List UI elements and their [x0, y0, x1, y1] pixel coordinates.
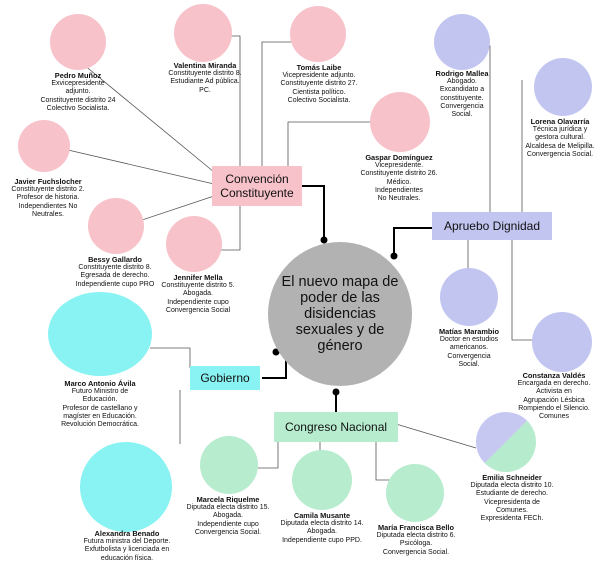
avatar-tomas: [290, 6, 346, 62]
person-role: Diputada electa distrito 15. Abogada. In…: [186, 504, 270, 536]
person-alexandra: Alexandra Benado Futura ministra del Dep…: [66, 529, 188, 563]
dot-convencion: [320, 236, 328, 244]
line-emilia: [395, 423, 477, 449]
avatar-rodrigo: [434, 14, 490, 70]
dot-apruebo: [390, 252, 398, 260]
person-lorena: Lorena Olavarría Técnica jurídica y gest…: [520, 117, 600, 159]
person-jennifer: Jennifer Mella Constituyente distrito 5.…: [150, 273, 246, 315]
avatar-marco: [48, 292, 152, 376]
person-pedro: Pedro Muñoz Exvicepresidente adjunto. Co…: [28, 71, 128, 113]
avatar-camila: [292, 450, 352, 510]
person-role: Encargada en derecho. Activista en Agrup…: [517, 380, 591, 421]
person-emilia: Emilia Schneider Diputada electa distrit…: [460, 473, 564, 523]
person-role: Futura ministra del Deporte. Exfutbolist…: [83, 538, 171, 562]
person-marcela: Marcela Riquelme Diputada electa distrit…: [176, 495, 280, 537]
person-bessy: Bessy Gallardo Constituyente distrito 8.…: [60, 255, 170, 289]
line-pedro: [77, 59, 215, 173]
avatar-mariafrancisca: [386, 464, 444, 522]
hub-apruebo: Apruebo Dignidad: [432, 212, 552, 240]
person-camila: Camila Musante Diputada electa distrito …: [270, 511, 374, 545]
line-gaspar: [287, 121, 400, 168]
center-title: El nuevo mapa de poder de las disidencia…: [281, 274, 399, 354]
person-role: Diputada electa distrito 6. Psicóloga. C…: [376, 532, 456, 556]
person-valentina: Valentina Miranda Constituyente distrito…: [150, 61, 260, 95]
person-tomas: Tomás Laibe Vicepresidente adjunto. Cons…: [266, 63, 372, 105]
avatar-lorena: [534, 58, 592, 116]
person-role: Abogado. Excandidato a constituyente. Co…: [439, 78, 485, 119]
avatar-matias: [440, 268, 498, 326]
connector-convencion: [302, 185, 325, 240]
person-name: Javier Fuchslocher: [14, 177, 82, 186]
line-javier: [67, 149, 215, 185]
center-circle: El nuevo mapa de poder de las disidencia…: [268, 242, 412, 386]
person-name: Marcela Riquelme: [196, 495, 260, 504]
person-name: Lorena Olavarría: [530, 117, 590, 126]
person-name: Emilia Schneider: [482, 473, 542, 482]
person-role: Técnica jurídica y gestora cultural. Alc…: [525, 126, 595, 158]
hub-convencion: Convención Constituyente: [212, 166, 302, 206]
avatar-valentina: [174, 4, 232, 62]
line-marco: [150, 347, 191, 368]
person-role: Vicepresidente. Constituyente distrito 2…: [360, 162, 438, 203]
person-role: Diputada electa distrito 10. Estudiante …: [470, 482, 554, 523]
hub-gobierno: Gobierno: [190, 366, 260, 390]
avatar-marcela: [200, 436, 258, 494]
person-name: Gaspar Domínguez: [365, 153, 433, 162]
person-rodrigo: Rodrigo Mallea Abogado. Excandidato a co…: [414, 69, 510, 119]
person-name: Jennifer Mella: [173, 273, 223, 282]
person-role: Exvicepresidente adjunto. Constituyente …: [40, 80, 116, 112]
person-name: Marco Antonio Ávila: [64, 379, 136, 388]
person-role: Doctor en estudios americanos. Convergen…: [439, 336, 499, 368]
person-name: Bessy Gallardo: [88, 255, 142, 264]
person-name: María Francisca Bello: [378, 523, 454, 532]
avatar-alexandra: [80, 442, 172, 532]
avatar-jennifer: [166, 216, 222, 272]
person-name: Tomás Laibe: [296, 63, 342, 72]
avatar-emilia: [476, 412, 536, 472]
person-name: Valentina Miranda: [173, 61, 237, 70]
person-matias: Matías Marambio Doctor en estudios ameri…: [424, 327, 514, 369]
person-name: Pedro Muñoz: [54, 71, 102, 80]
person-marco: Marco Antonio Ávila Futuro Ministro de E…: [40, 379, 160, 429]
person-role: Vicepresidente adjunto. Constituyente di…: [280, 72, 358, 104]
person-gaspar: Gaspar Domínguez Vicepresidente. Constit…: [346, 153, 452, 203]
person-role: Constituyente distrito 5. Abogada. Indep…: [161, 282, 235, 314]
person-role: Futuro Ministro de Educación. Profesor d…: [61, 388, 139, 429]
avatar-pedro: [50, 14, 106, 70]
person-role: Constituyente distrito 2. Profesor de hi…: [11, 186, 85, 218]
person-mariafrancisca: María Francisca Bello Diputada electa di…: [364, 523, 468, 557]
avatar-javier: [18, 120, 70, 172]
person-role: Constituyente distrito 8. Egresada de de…: [75, 264, 155, 288]
person-name: Rodrigo Mallea: [435, 69, 489, 78]
person-name: Camila Musante: [293, 511, 351, 520]
hub-congreso: Congreso Nacional: [274, 412, 398, 442]
person-name: Matías Marambio: [439, 327, 499, 336]
person-constanza: Constanza Valdés Encargada en derecho. A…: [508, 371, 600, 421]
person-role: Constituyente distrito 8. Estudiante Ad …: [168, 70, 242, 94]
person-role: Diputada electa distrito 14. Abogada. In…: [280, 520, 364, 544]
person-name: Constanza Valdés: [522, 371, 586, 380]
avatar-bessy: [88, 198, 144, 254]
avatar-constanza: [532, 312, 592, 372]
person-name: Alexandra Benado: [94, 529, 160, 538]
connector-apruebo: [393, 227, 432, 256]
person-javier: Javier Fuchslocher Constituyente distrit…: [0, 177, 96, 219]
dot-congreso: [332, 388, 340, 396]
avatar-gaspar: [370, 92, 430, 152]
